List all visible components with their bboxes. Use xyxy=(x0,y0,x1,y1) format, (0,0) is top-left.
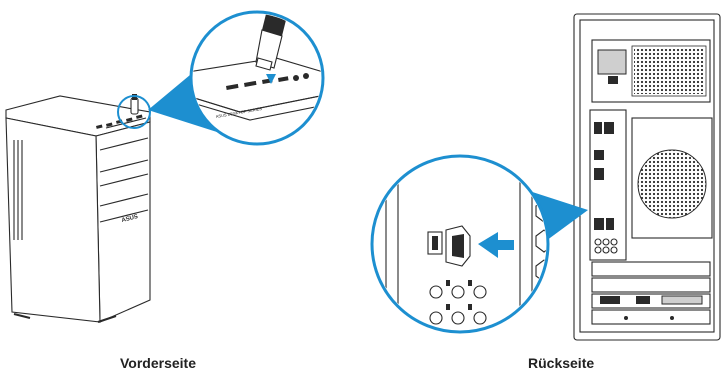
back-caption: Rückseite xyxy=(528,355,594,371)
rear-fan-vent xyxy=(632,118,712,238)
front-tower: ASUS xyxy=(6,94,150,322)
front-zoom-circle: ASUS DESKTOP SERIES xyxy=(188,12,330,144)
front-caption: Vorderseite xyxy=(120,355,196,371)
psu-vent xyxy=(632,46,706,96)
usb-connector-icon xyxy=(446,226,470,266)
back-zoom-circle xyxy=(372,150,552,340)
back-tower xyxy=(574,14,720,340)
